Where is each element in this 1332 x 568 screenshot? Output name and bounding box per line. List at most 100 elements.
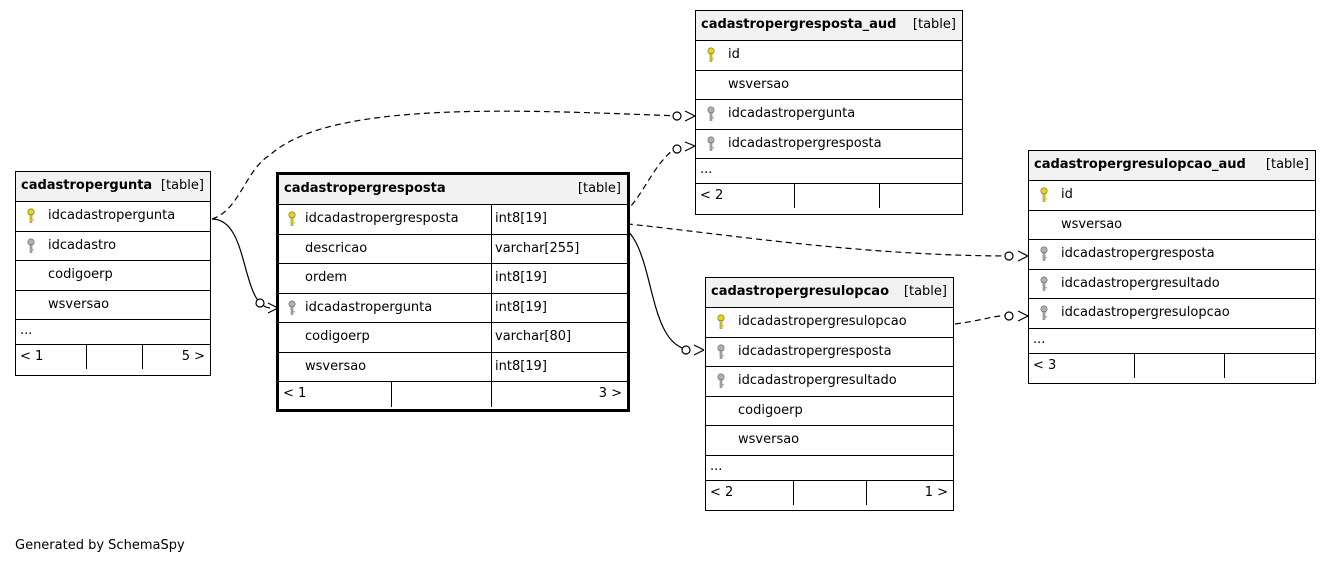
table-footer: < 3 [1029, 353, 1315, 378]
column-row[interactable]: idcadastropergresultado [1029, 270, 1315, 299]
more-columns-ellipsis: ... [16, 320, 210, 345]
column-row[interactable]: id [696, 41, 962, 71]
column-row[interactable]: wsversao [706, 426, 953, 456]
primary-key-icon [716, 314, 726, 330]
column-type: varchar[80] [491, 323, 627, 352]
foreign-key-icon [287, 299, 297, 316]
column-row[interactable]: wsversao [16, 291, 210, 320]
foreign-key-icon [716, 373, 726, 389]
table-type-label: [table] [160, 178, 204, 193]
relation-pergunta-resposta [211, 218, 271, 309]
optional-marker [681, 345, 691, 355]
parents-count[interactable]: < 1 [20, 349, 44, 364]
column-name: idcadastropergresposta [738, 343, 892, 359]
optional-marker [672, 111, 682, 121]
many-crowfoot [684, 110, 696, 122]
parents-count[interactable]: < 2 [710, 484, 734, 500]
primary-key-icon [26, 208, 36, 224]
column-row[interactable]: idcadastropergresultado [706, 367, 953, 397]
table-header: cadastropergresulopcao [table] [706, 278, 953, 308]
table-type-label: [table] [912, 17, 956, 32]
table-footer: < 1 3 > [279, 382, 627, 407]
table-name: cadastropergresulopcao_aud [1034, 157, 1246, 172]
column-row[interactable]: idcadastropergresposta int8[19] [279, 205, 627, 235]
column-row[interactable]: id [1029, 181, 1315, 211]
table-type-label: [table] [903, 284, 947, 299]
children-count[interactable]: 5 > [181, 349, 205, 364]
column-row[interactable]: wsversao [1029, 211, 1315, 240]
column-name: idcadastropergresulopcao [1061, 305, 1230, 320]
column-name: wsversao [305, 358, 367, 374]
column-name: id [728, 47, 740, 62]
column-row[interactable]: idcadastropergunta [696, 100, 962, 130]
column-row[interactable]: idcadastropergresulopcao [706, 308, 953, 338]
column-name: codigoerp [738, 402, 803, 418]
foreign-key-icon [1039, 305, 1049, 321]
column-name: idcadastropergresposta [728, 135, 882, 151]
column-type: int8[19] [491, 205, 627, 234]
column-name: idcadastropergresposta [305, 211, 459, 226]
column-row[interactable]: codigoerp [706, 397, 953, 426]
column-name: idcadastropergresultado [1061, 275, 1220, 291]
generated-by-footer: Generated by SchemaSpy [15, 538, 185, 553]
foreign-key-icon [1039, 246, 1049, 262]
foreign-key-icon [716, 343, 726, 360]
many-crowfoot [1017, 250, 1029, 262]
column-row[interactable]: idcadastropergresposta [696, 130, 962, 159]
column-row[interactable]: codigoerp [16, 261, 210, 291]
table-cadastropergresposta-aud[interactable]: cadastropergresposta_aud [table] id wsver… [695, 10, 963, 215]
table-header: cadastropergresulopcao_aud [table] [1029, 151, 1315, 181]
more-columns-ellipsis: ... [1029, 329, 1315, 354]
table-header: cadastropergresposta_aud [table] [696, 11, 962, 41]
many-crowfoot [1017, 310, 1029, 322]
children-count[interactable]: 1 > [924, 484, 948, 500]
relation-resposta-resulopcao-aud [606, 221, 1013, 257]
parents-count[interactable]: < 1 [283, 386, 307, 401]
column-name: wsversao [728, 76, 790, 92]
foreign-key-icon [706, 106, 716, 122]
column-name: wsversao [1061, 216, 1123, 232]
table-cadastropergresulopcao[interactable]: cadastropergresulopcao [table] idcadastr… [705, 277, 954, 511]
column-row[interactable]: idcadastropergresposta [1029, 240, 1315, 270]
column-name: descricao [305, 240, 368, 256]
children-count[interactable]: 3 > [598, 386, 622, 401]
table-name: cadastropergresulopcao [711, 284, 890, 299]
column-row[interactable]: wsversao [696, 71, 962, 100]
table-cadastropergunta[interactable]: cadastropergunta [table] idcadastropergu… [15, 171, 211, 376]
relation-pergunta-resposta-aud [211, 110, 681, 220]
column-row[interactable]: idcadastropergresposta [706, 338, 953, 367]
column-row[interactable]: idcadastropergunta [16, 202, 210, 232]
optional-marker [1004, 311, 1014, 321]
column-name: idcadastropergresulopcao [738, 314, 907, 329]
table-name: cadastropergresposta [284, 181, 446, 196]
optional-marker [255, 298, 265, 308]
column-name: ordem [305, 270, 347, 285]
table-cadastropergresulopcao-aud[interactable]: cadastropergresulopcao_aud [table] id wsv… [1028, 150, 1316, 384]
column-row[interactable]: idcadastro [16, 232, 210, 261]
parents-count[interactable]: < 3 [1033, 357, 1057, 373]
primary-key-icon [1039, 187, 1049, 203]
column-name: codigoerp [48, 267, 113, 282]
table-header: cadastropergunta [table] [16, 172, 210, 202]
column-type: varchar[255] [491, 234, 627, 263]
column-name: idcadastropergunta [305, 299, 433, 315]
table-header: cadastropergresposta [table] [279, 175, 627, 205]
column-row[interactable]: descricao varchar[255] [279, 234, 627, 264]
many-crowfoot [684, 141, 696, 152]
column-name: wsversao [738, 432, 800, 447]
table-footer: < 2 [696, 184, 962, 208]
table-type-label: [table] [1265, 157, 1309, 172]
table-cadastropergresposta[interactable]: cadastropergresposta [table] idcadastrop… [276, 172, 630, 412]
column-row[interactable]: idcadastropergresulopcao [1029, 299, 1315, 329]
column-name: wsversao [48, 296, 110, 312]
more-columns-ellipsis: ... [706, 456, 953, 481]
column-name: idcadastropergunta [48, 208, 176, 223]
table-name: cadastropergunta [21, 178, 153, 193]
parents-count[interactable]: < 2 [700, 188, 724, 203]
more-columns-ellipsis: ... [696, 159, 962, 184]
column-name: idcadastropergunta [728, 106, 856, 121]
